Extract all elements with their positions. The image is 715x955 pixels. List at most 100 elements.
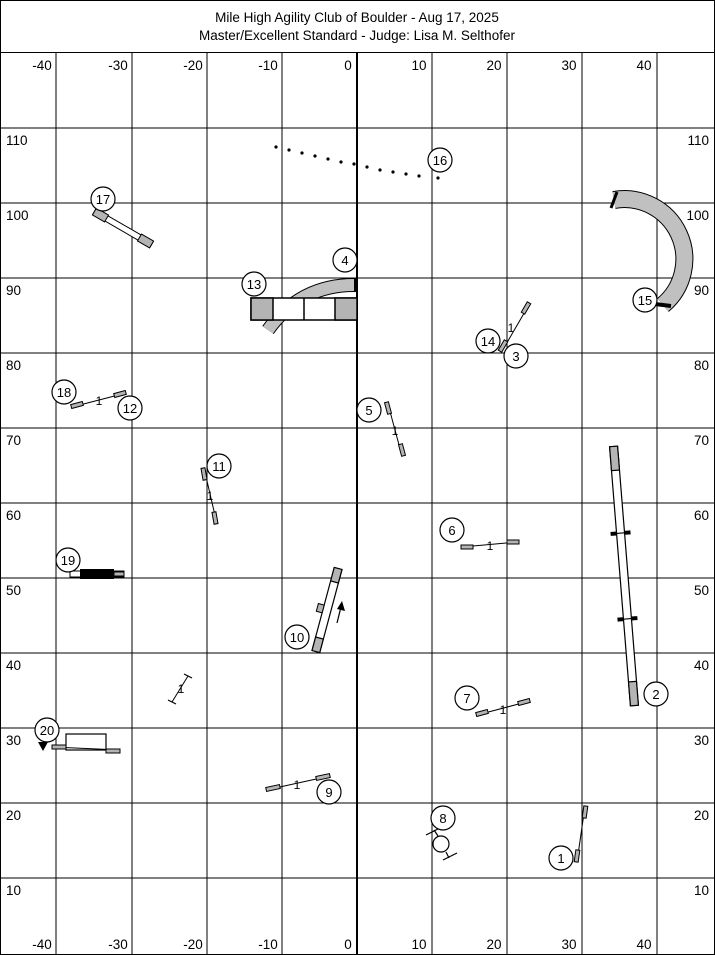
- title-line-1: Mile High Agility Club of Boulder - Aug …: [215, 10, 499, 25]
- obstacle-number-3: 3: [503, 343, 529, 369]
- svg-text:13: 13: [247, 277, 261, 292]
- obstacle-1-jump: [573, 805, 589, 863]
- jump-height-label: 1: [207, 489, 214, 503]
- obstacle-15-tunnel: [609, 190, 694, 312]
- arrow-up-icon: [336, 601, 345, 624]
- obstacle-14-jump: 1: [497, 301, 532, 353]
- obstacle-small-jump: 1: [167, 673, 193, 705]
- obstacle-number-10: 10: [284, 624, 310, 650]
- jump-height-label: 1: [178, 682, 185, 696]
- y-tick-right: 70: [694, 433, 709, 448]
- obstacle-number-16: 16: [427, 147, 453, 173]
- svg-text:1: 1: [557, 851, 564, 866]
- y-tick-left: 100: [6, 208, 29, 223]
- obstacle-number-18: 18: [51, 379, 77, 405]
- jump-height-label: 1: [487, 539, 494, 553]
- y-tick-left: 10: [6, 883, 21, 898]
- svg-text:17: 17: [96, 192, 110, 207]
- svg-text:8: 8: [439, 811, 446, 826]
- y-tick-left: 90: [6, 283, 21, 298]
- svg-text:18: 18: [57, 385, 71, 400]
- obstacle-number-12: 12: [117, 395, 143, 421]
- y-tick-right: 110: [687, 133, 709, 148]
- jump-height-label: 1: [96, 394, 103, 408]
- svg-text:3: 3: [512, 349, 519, 364]
- svg-text:11: 11: [212, 459, 226, 474]
- y-tick-right: 60: [694, 508, 709, 523]
- obstacle-number-2: 2: [643, 681, 669, 707]
- obstacle-10-teeter: [311, 566, 343, 654]
- obstacle-16-dotted-line: [274, 145, 440, 180]
- y-tick-left: 30: [6, 733, 21, 748]
- x-tick-top: -10: [258, 58, 278, 73]
- obstacle-number-11: 11: [206, 453, 232, 479]
- svg-text:9: 9: [325, 785, 332, 800]
- obstacle-20-panel: [51, 733, 121, 754]
- obstacle-number-14: 14: [475, 328, 501, 354]
- x-tick-bottom: -40: [32, 937, 52, 952]
- title-box: [0, 0, 715, 53]
- x-tick-bottom: 40: [636, 937, 651, 952]
- start-marker-icon: [38, 742, 48, 751]
- x-tick-bottom: -30: [108, 937, 128, 952]
- x-tick-bottom: -10: [258, 937, 278, 952]
- svg-text:15: 15: [638, 293, 652, 308]
- x-tick-bottom: 10: [411, 937, 426, 952]
- svg-text:5: 5: [365, 403, 372, 418]
- x-tick-bottom: 30: [561, 937, 576, 952]
- jump-height-label: 1: [294, 778, 301, 792]
- obstacle-number-1: 1: [548, 845, 574, 871]
- y-tick-left: 60: [6, 508, 21, 523]
- y-tick-left: 40: [6, 658, 21, 673]
- x-tick-top: 30: [561, 58, 576, 73]
- y-tick-right: 80: [694, 358, 709, 373]
- obstacle-number-8: 8: [430, 805, 456, 831]
- svg-text:6: 6: [448, 523, 455, 538]
- obstacle-6-jump: 1: [460, 539, 520, 553]
- obstacle-number-7: 7: [454, 685, 480, 711]
- svg-text:2: 2: [652, 687, 659, 702]
- obstacle-number-4: 4: [332, 247, 358, 273]
- y-tick-right: 40: [694, 658, 709, 673]
- y-axis-left: 110 100 90 80 70 60 50 40 30 20 10: [6, 133, 29, 898]
- obstacle-8-tire: [425, 827, 458, 861]
- y-tick-right: 10: [694, 883, 709, 898]
- y-tick-left: 70: [6, 433, 21, 448]
- svg-text:12: 12: [123, 401, 137, 416]
- x-tick-top: -40: [32, 58, 52, 73]
- obstacle-13-table: [250, 297, 358, 321]
- svg-text:10: 10: [290, 630, 304, 645]
- jump-height-label: 1: [508, 321, 515, 335]
- obstacle-number-17: 17: [90, 186, 116, 212]
- x-tick-top: 40: [636, 58, 651, 73]
- obstacle-number-5: 5: [356, 397, 382, 423]
- obstacle-number-6: 6: [439, 517, 465, 543]
- obstacle-17-panel-jump: [91, 207, 155, 249]
- obstacle-9-jump: 1: [265, 772, 331, 793]
- obstacle-7-jump: 1: [475, 697, 531, 718]
- y-tick-right: 20: [694, 808, 709, 823]
- x-tick-bottom: 20: [486, 937, 501, 952]
- obstacle-11-jump: 1: [200, 467, 219, 525]
- x-tick-top: -20: [183, 58, 203, 73]
- jump-height-label: 1: [500, 703, 507, 717]
- svg-text:4: 4: [341, 253, 348, 268]
- x-tick-top: 20: [486, 58, 501, 73]
- obstacle-number-15: 15: [632, 287, 658, 313]
- y-tick-right: 30: [694, 733, 709, 748]
- jump-height-label: 1: [392, 424, 399, 438]
- y-tick-right: 50: [694, 583, 709, 598]
- x-tick-top: -30: [108, 58, 128, 73]
- x-tick-bottom: 0: [344, 937, 352, 952]
- y-tick-right: 90: [694, 283, 709, 298]
- obstacle-number-9: 9: [316, 779, 342, 805]
- obstacle-number-19: 19: [55, 547, 81, 573]
- x-tick-bottom: -20: [183, 937, 203, 952]
- x-tick-top: 10: [411, 58, 426, 73]
- obstacle-2-dogwalk: [608, 445, 640, 707]
- svg-text:7: 7: [463, 691, 470, 706]
- obstacle-4-tunnel: [262, 278, 358, 335]
- svg-text:16: 16: [433, 153, 447, 168]
- svg-text:14: 14: [481, 334, 495, 349]
- y-tick-right: 100: [686, 208, 709, 223]
